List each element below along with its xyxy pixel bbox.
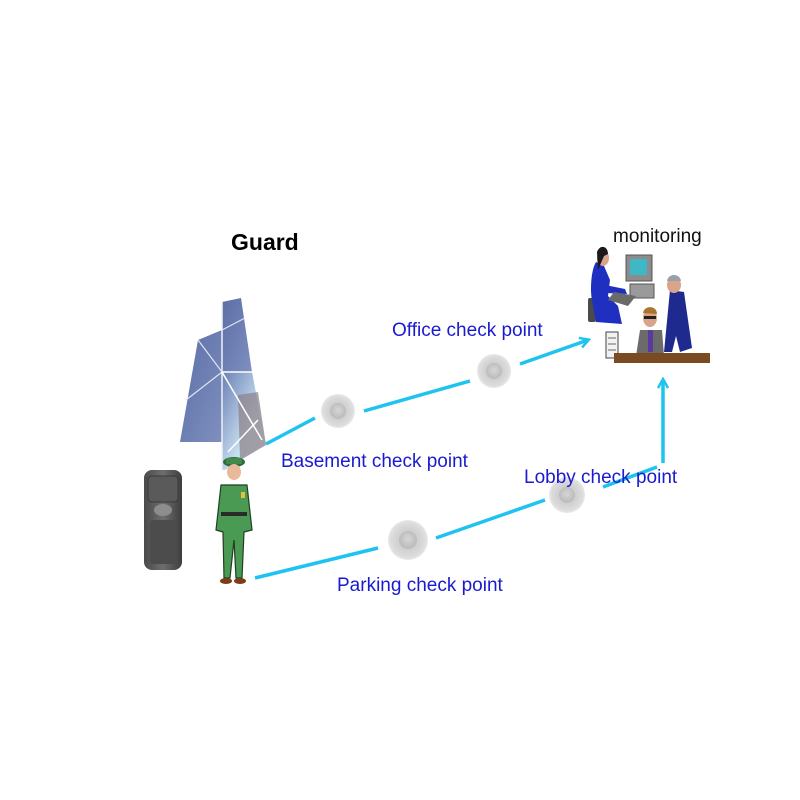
checkpoint-parking-label: Parking check point [337,575,503,596]
route-segment [265,416,316,446]
patrol-reader-device-icon [144,470,182,570]
security-guard-icon [215,457,253,584]
monitoring-office-icon [588,246,710,363]
checkpoint-office-disc [477,354,511,388]
route-arrow-to-monitoring [519,340,588,366]
route-segment [602,465,658,489]
checkpoint-office-label: Office check point [392,320,543,341]
diagram-title: Guard [231,229,299,255]
monitoring-label: monitoring [613,226,702,247]
office-tower-icon [180,298,266,470]
checkpoint-lobby-disc [549,477,585,513]
checkpoint-lobby-label: Lobby check point [524,467,678,488]
checkpoint-basement-label: Basement check point [281,451,468,472]
route-segment [435,498,546,540]
route-segment [254,546,379,580]
route-segment [363,379,471,413]
checkpoint-basement-disc [321,394,355,428]
checkpoint-parking-disc [388,520,428,560]
